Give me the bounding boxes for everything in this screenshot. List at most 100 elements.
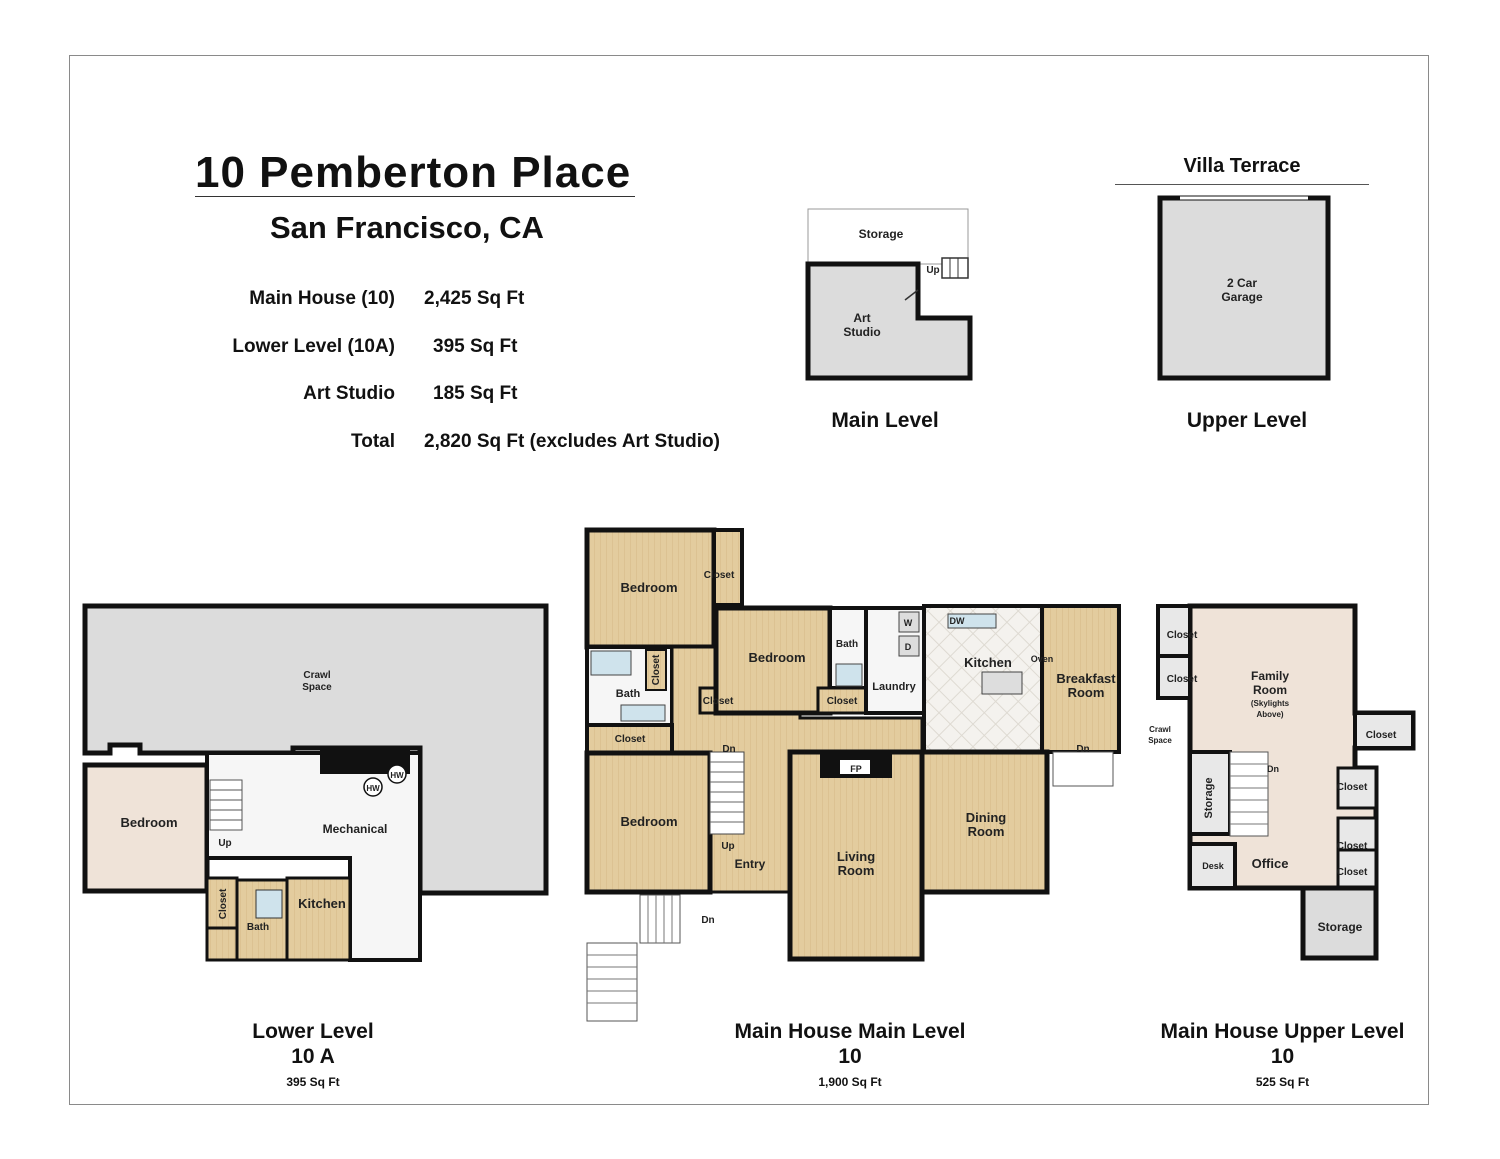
lower-crawl-label-2: Space: [302, 682, 332, 693]
main-bedroom-2: [713, 605, 833, 716]
art-studio-label-1: Art: [853, 311, 870, 325]
villa-upper-level-plan: 2 Car Garage: [1157, 195, 1331, 381]
lower-shower: [255, 889, 283, 919]
family-label-3: (Skylights: [1251, 699, 1290, 708]
dryer: [898, 635, 920, 657]
stat-label-main-house: Main House (10): [249, 288, 395, 309]
upper-closet-2-label: Closet: [1167, 674, 1198, 685]
mechanical-label: Mechanical: [323, 822, 388, 836]
upper-level-caption: Main House Upper Level 10 525 Sq Ft: [1135, 1019, 1430, 1091]
title-underline: [195, 196, 635, 197]
stat-value-total: 2,820 Sq Ft (excludes Art Studio): [424, 431, 720, 452]
art-studio-door: [904, 289, 919, 301]
stairs-up-label: Up: [721, 841, 734, 852]
front-dn-label: Dn: [701, 915, 714, 926]
main-closet-2-label: Closet: [615, 734, 646, 745]
dryer-label: D: [905, 642, 912, 652]
main-bath-1-label: Bath: [616, 688, 641, 700]
upper-closet-5: [1336, 816, 1378, 852]
dishwasher-label: DW: [950, 616, 965, 626]
villa-main-level-plan: Storage Up Art Studio: [805, 208, 973, 381]
garage-label-2: Garage: [1221, 290, 1263, 304]
laundry-label: Laundry: [872, 681, 916, 693]
exterior-stairs: [586, 942, 638, 1022]
main-bedroom-1: [584, 527, 717, 650]
page-frame: [69, 55, 1429, 1105]
upper-level-area: 525 Sq Ft: [1255, 1075, 1310, 1089]
lower-stairs: [209, 779, 243, 831]
bathtub: [590, 650, 632, 676]
living-label-1: Living: [837, 849, 875, 864]
lower-level-area: 395 Sq Ft: [286, 1075, 340, 1089]
art-studio-label-2: Studio: [843, 325, 880, 339]
main-level-plan: Bedroom Closet Bath Closet Closet Closet…: [584, 527, 1121, 1022]
art-studio-room: [805, 261, 973, 381]
living-label-2: Room: [838, 863, 875, 878]
upper-dn-label: Dn: [1267, 764, 1279, 774]
upper-closet-3-label: Closet: [1366, 730, 1397, 741]
lower-level-caption: Lower Level 10 A 395 Sq Ft: [213, 1019, 413, 1091]
family-label-4: Above): [1256, 710, 1283, 719]
lower-level-caption-line2: 10 A: [291, 1045, 335, 1068]
upper-level-plan: Closet Closet Family Room (Skylights Abo…: [1148, 603, 1416, 961]
upper-level-caption-line1: Main House Upper Level: [1160, 1020, 1405, 1043]
breakfast-room: [1040, 604, 1121, 754]
family-label-1: Family: [1251, 669, 1289, 683]
upper-desk: [1188, 842, 1237, 890]
breakfast-label-1: Breakfast: [1056, 671, 1116, 686]
lower-kitchen-label: Kitchen: [298, 896, 346, 911]
stat-value-main-house: 2,425 Sq Ft: [424, 288, 525, 309]
rear-dn-label: Dn: [1076, 744, 1089, 755]
stat-value-art-studio: 185 Sq Ft: [433, 383, 518, 404]
upper-closet-3: [1353, 711, 1415, 750]
upper-storage-1-label: Storage: [1203, 778, 1215, 819]
upper-crawl-label-1: Crawl: [1149, 725, 1171, 734]
lower-level-plan: Crawl Space Bedroom Mechanical HW HW Up …: [82, 603, 549, 962]
office-label: Office: [1252, 856, 1289, 871]
upper-storage-2-label: Storage: [1318, 920, 1363, 934]
villa-upper-level-caption: Upper Level: [1186, 409, 1308, 432]
stairs-dn-label: Dn: [722, 744, 735, 755]
upper-level-caption-line2: 10: [1270, 1045, 1295, 1068]
page-title: 10 Pemberton Place: [195, 148, 632, 197]
hw-label-2: HW: [390, 771, 404, 780]
villa-terrace-rule: [1115, 184, 1369, 185]
main-bedroom-3: [584, 750, 713, 895]
upper-closet-6-label: Closet: [1337, 867, 1368, 878]
main-bedroom-3-label: Bedroom: [620, 814, 677, 829]
upper-stairs: [1229, 751, 1269, 837]
upper-crawl-label-2: Space: [1148, 736, 1172, 745]
main-stairs: [709, 751, 745, 835]
main-level-caption: Main House Main Level 10 1,900 Sq Ft: [700, 1019, 1000, 1091]
stat-label-total: Total: [351, 431, 395, 452]
lower-bath-label: Bath: [247, 922, 269, 933]
main-bedroom-2-label: Bedroom: [748, 650, 805, 665]
main-closet-bath-label: Closet: [651, 654, 662, 685]
dining-label-2: Room: [968, 824, 1005, 839]
main-closet-3-label: Closet: [703, 696, 734, 707]
main-bedroom-1-label: Bedroom: [620, 580, 677, 595]
main-closet-bath: [645, 649, 667, 691]
front-stairs: [639, 894, 681, 944]
stat-label-art-studio: Art Studio: [303, 383, 395, 404]
main-closet-1-label: Closet: [704, 570, 735, 581]
stat-value-lower-level: 395 Sq Ft: [433, 336, 518, 357]
main-closet-4: [816, 686, 868, 715]
family-label-2: Room: [1253, 683, 1287, 697]
main-bath-2-label: Bath: [836, 639, 858, 650]
villa-stairs-up-label: Up: [926, 265, 939, 276]
garage-room: [1157, 195, 1331, 381]
lower-bedroom-label: Bedroom: [120, 815, 177, 830]
dining-room: [919, 749, 1050, 895]
bath-vanity: [620, 704, 666, 722]
main-shower: [835, 663, 863, 687]
washer: [898, 611, 920, 633]
rear-steps: [1052, 751, 1114, 787]
dining-label-1: Dining: [966, 810, 1006, 825]
kitchen-island: [981, 671, 1023, 695]
fireplace-opening: [840, 760, 870, 774]
upper-closet-5-label: Closet: [1337, 841, 1368, 852]
desk-label: Desk: [1202, 861, 1225, 871]
fireplace-label: FP: [850, 764, 862, 774]
